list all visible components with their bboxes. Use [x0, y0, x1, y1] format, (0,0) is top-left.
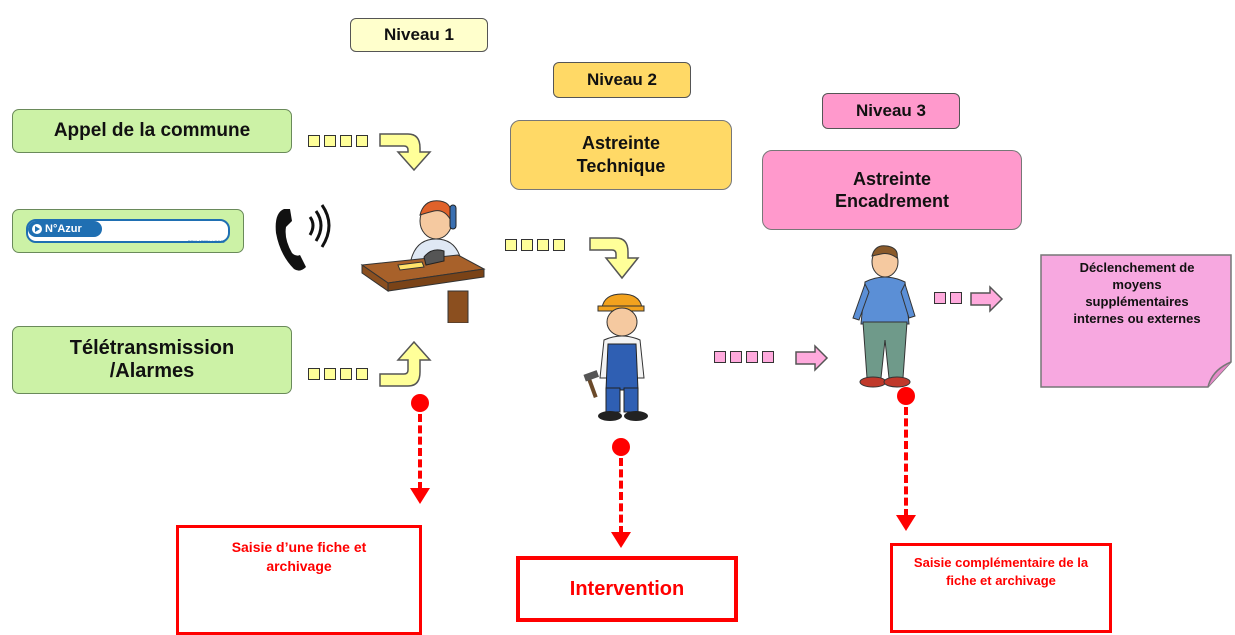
level-1-label: Niveau 1 — [350, 18, 488, 52]
level-3-label: Niveau 3 — [822, 93, 960, 129]
flow-squares-appel — [308, 135, 372, 147]
red-dot-2 — [612, 438, 630, 456]
astreinte-technique-line1: Astreinte — [581, 132, 661, 153]
teletransmission-line2: /Alarmes — [109, 360, 195, 382]
play-icon — [32, 224, 42, 234]
appel-commune-box: Appel de la commune — [12, 109, 292, 153]
flow-squares-to-encadrement — [714, 351, 778, 363]
red-arrowhead-1 — [410, 488, 430, 504]
declenchement-note: Déclenchement de moyens supplémentaires … — [1040, 254, 1232, 388]
intervention-label: Intervention — [569, 577, 685, 600]
saisie-complementaire-text: Saisie complémentaire de la fiche et arc… — [913, 555, 1089, 588]
astreinte-encadrement-line1: Astreinte — [852, 168, 932, 189]
numero-azur-badge: N°Azur — [26, 219, 230, 243]
worker-figure — [583, 293, 648, 421]
red-arrowhead-2 — [611, 532, 631, 548]
red-dotted-line-1 — [418, 414, 422, 490]
red-dotted-line-3 — [904, 407, 908, 517]
astreinte-technique-box: Astreinte Technique — [510, 120, 732, 190]
flow-squares-teletransmission — [308, 368, 372, 380]
flow-squares-to-technique — [505, 239, 569, 251]
astreinte-technique-line2: Technique — [576, 156, 666, 176]
right-arrow-small-icon — [970, 285, 1004, 313]
numero-azur-box: N°Azur PRIX APPEL LOCAL — [12, 209, 244, 253]
saisie-fiche-note: Saisie d’une fiche et archivage — [176, 525, 422, 635]
teletransmission-line1: Télétransmission — [69, 337, 235, 359]
saisie-complementaire-note: Saisie complémentaire de la fiche et arc… — [890, 543, 1112, 633]
red-dotted-line-2 — [619, 458, 623, 534]
right-arrow-icon — [795, 344, 829, 372]
phone-icon — [275, 204, 331, 271]
teletransmission-box: Télétransmission /Alarmes — [12, 326, 292, 394]
numero-azur-tagline: PRIX APPEL LOCAL — [187, 239, 225, 245]
red-arrowhead-3 — [896, 515, 916, 531]
numero-azur-pill: N°Azur — [28, 221, 102, 237]
flow-squares-to-declenchement — [934, 292, 966, 304]
level-2-label: Niveau 2 — [553, 62, 691, 98]
declenchement-note-shape — [1040, 254, 1232, 388]
manager-figure — [852, 245, 916, 388]
curved-arrow-up-icon — [379, 340, 432, 387]
curved-arrow-down-icon — [589, 237, 640, 280]
numero-azur-text: N°Azur — [45, 222, 82, 235]
red-dot-1 — [411, 394, 429, 412]
saisie-fiche-text: Saisie d’une fiche et archivage — [231, 539, 367, 574]
declenchement-text: Déclenchement de moyens supplémentaires … — [1073, 260, 1201, 326]
curved-arrow-icon — [379, 133, 432, 172]
appel-commune-label: Appel de la commune — [53, 120, 251, 142]
intervention-box: Intervention — [516, 556, 738, 622]
astreinte-encadrement-box: Astreinte Encadrement — [762, 150, 1022, 230]
astreinte-encadrement-line2: Encadrement — [834, 191, 950, 211]
red-dot-3 — [897, 387, 915, 405]
operator-figure — [360, 200, 486, 323]
